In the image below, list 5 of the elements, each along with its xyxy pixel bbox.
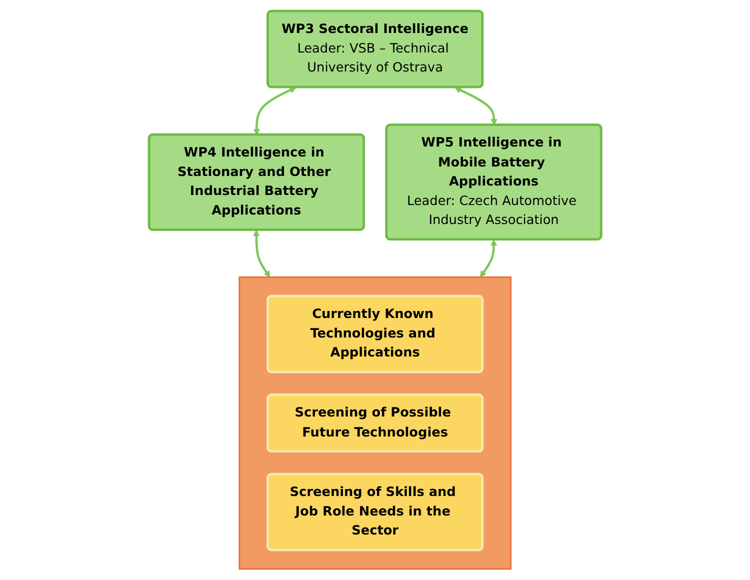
arrow: [253, 87, 296, 136]
arrow: [454, 87, 498, 126]
cluster: [238, 276, 512, 570]
arrow: [253, 230, 270, 278]
arrow: [480, 239, 497, 278]
